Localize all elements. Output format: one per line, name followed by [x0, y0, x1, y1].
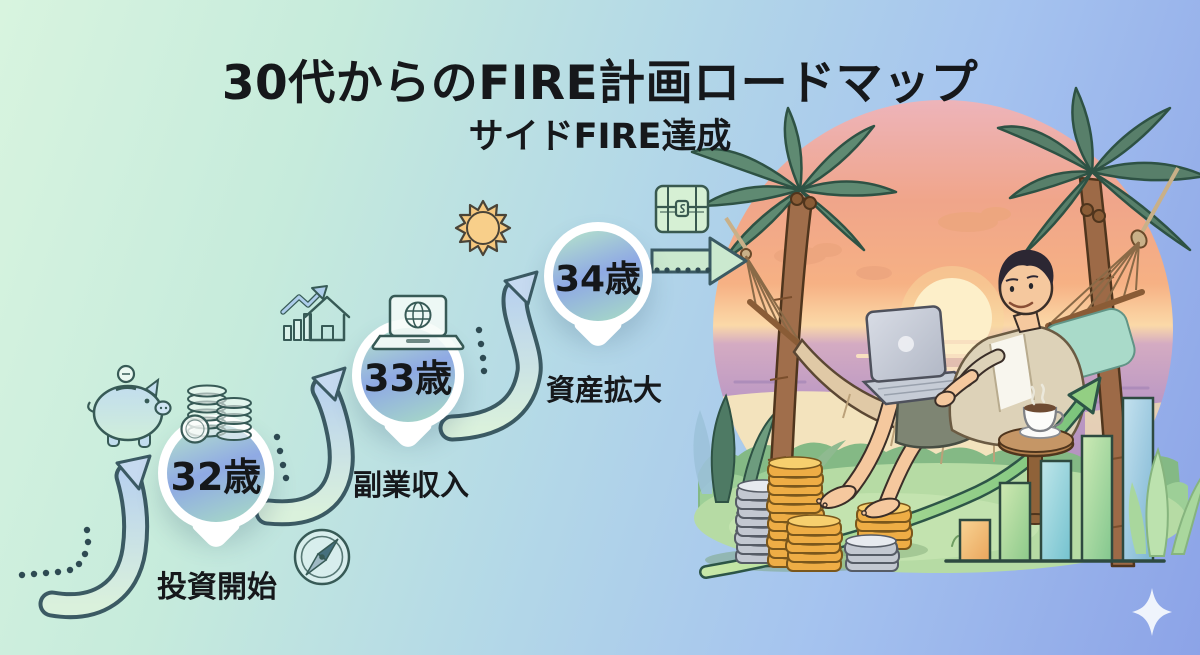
- milestone-age-34: 34歳: [554, 259, 642, 300]
- milestone-age-33: 33歳: [363, 357, 453, 400]
- feet: [816, 485, 901, 519]
- milestone-pin-32: 32歳: [158, 415, 274, 531]
- page-title: 30代からのFIRE計画ロードマップ: [221, 56, 979, 111]
- arrow-34-goal: [650, 236, 748, 286]
- page-subtitle: サイドFIRE達成: [468, 117, 732, 157]
- coffee-cup: [1019, 383, 1064, 439]
- laptop: [865, 305, 947, 383]
- milestone-label-33: 副業収入: [352, 468, 470, 502]
- coffee-table: [997, 383, 1075, 525]
- milestone-pin-33: 33歳: [352, 319, 464, 431]
- sparkle-icon: [1132, 588, 1172, 636]
- milestone-age-32: 32歳: [170, 454, 262, 499]
- milestone-label-32: 投資開始: [157, 570, 277, 605]
- palm-tree-right: [996, 86, 1200, 568]
- milestone-pin-34: 34歳: [544, 222, 652, 330]
- arrow-33-34: [438, 270, 543, 442]
- right-plant: [1128, 446, 1200, 557]
- start-arrow: [38, 454, 152, 620]
- roadmap-arrows: [18, 236, 748, 620]
- milestone-label-34: 資産拡大: [545, 373, 663, 407]
- arrow-32-33: [254, 366, 355, 527]
- bar-chart: [944, 396, 1166, 563]
- dotted-trail-start: [18, 526, 92, 579]
- beach-illustration: [690, 86, 1200, 636]
- hair: [998, 249, 1054, 292]
